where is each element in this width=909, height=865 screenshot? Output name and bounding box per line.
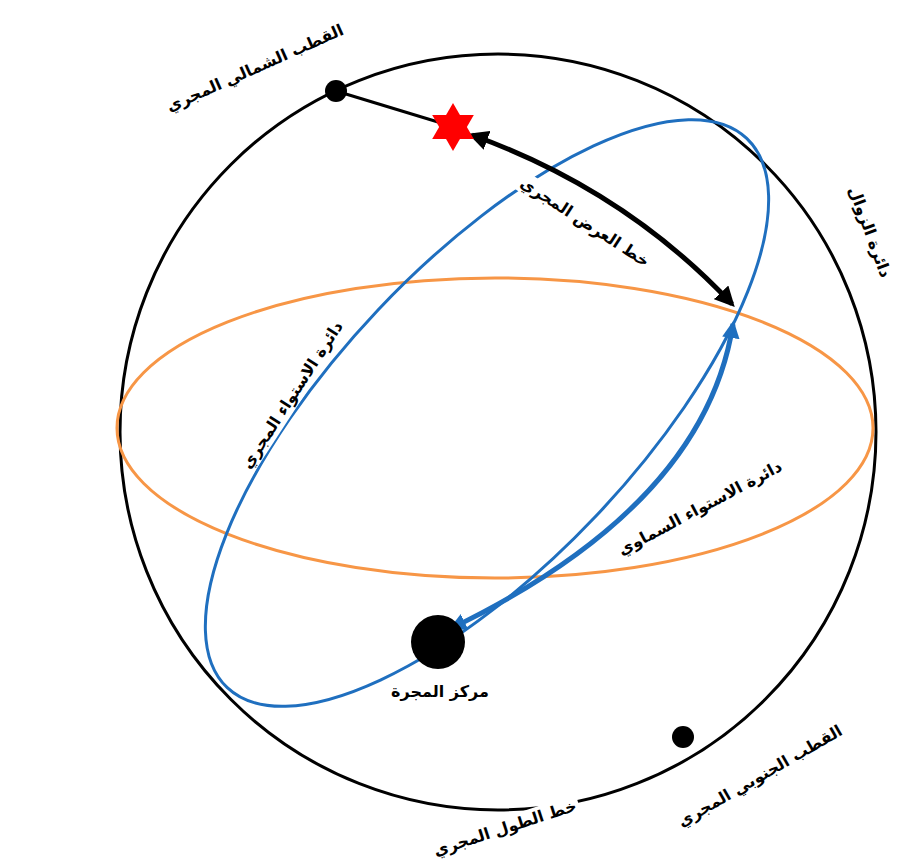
latitude-arrow xyxy=(472,135,732,304)
pole-line xyxy=(336,91,438,122)
south-pole-dot xyxy=(672,726,694,748)
latitude-label: خط العرض المجري xyxy=(514,171,657,274)
pole-label: القطب الجنوبي المجري xyxy=(671,719,849,834)
galactic-equator-label: دائرة الاستواء المجري xyxy=(235,315,350,476)
meridian-circle xyxy=(120,54,876,810)
galactic-center-label: مركز المجرة xyxy=(388,681,492,702)
galactic-equator xyxy=(118,35,855,790)
star-symbol xyxy=(432,103,474,151)
pole-label: القطب الشمالي المجري xyxy=(160,18,349,118)
longitude-arrow xyxy=(452,324,733,628)
celestial-equator xyxy=(117,278,873,578)
meridian-label: دائرة الزوال xyxy=(843,181,898,284)
galactic-center-dot xyxy=(411,615,465,669)
north-pole-dot xyxy=(325,80,347,102)
longitude-label: خط الطول المجري xyxy=(428,794,582,862)
celestial-equator-label: دائرة الاستواء السماوي xyxy=(612,454,789,561)
